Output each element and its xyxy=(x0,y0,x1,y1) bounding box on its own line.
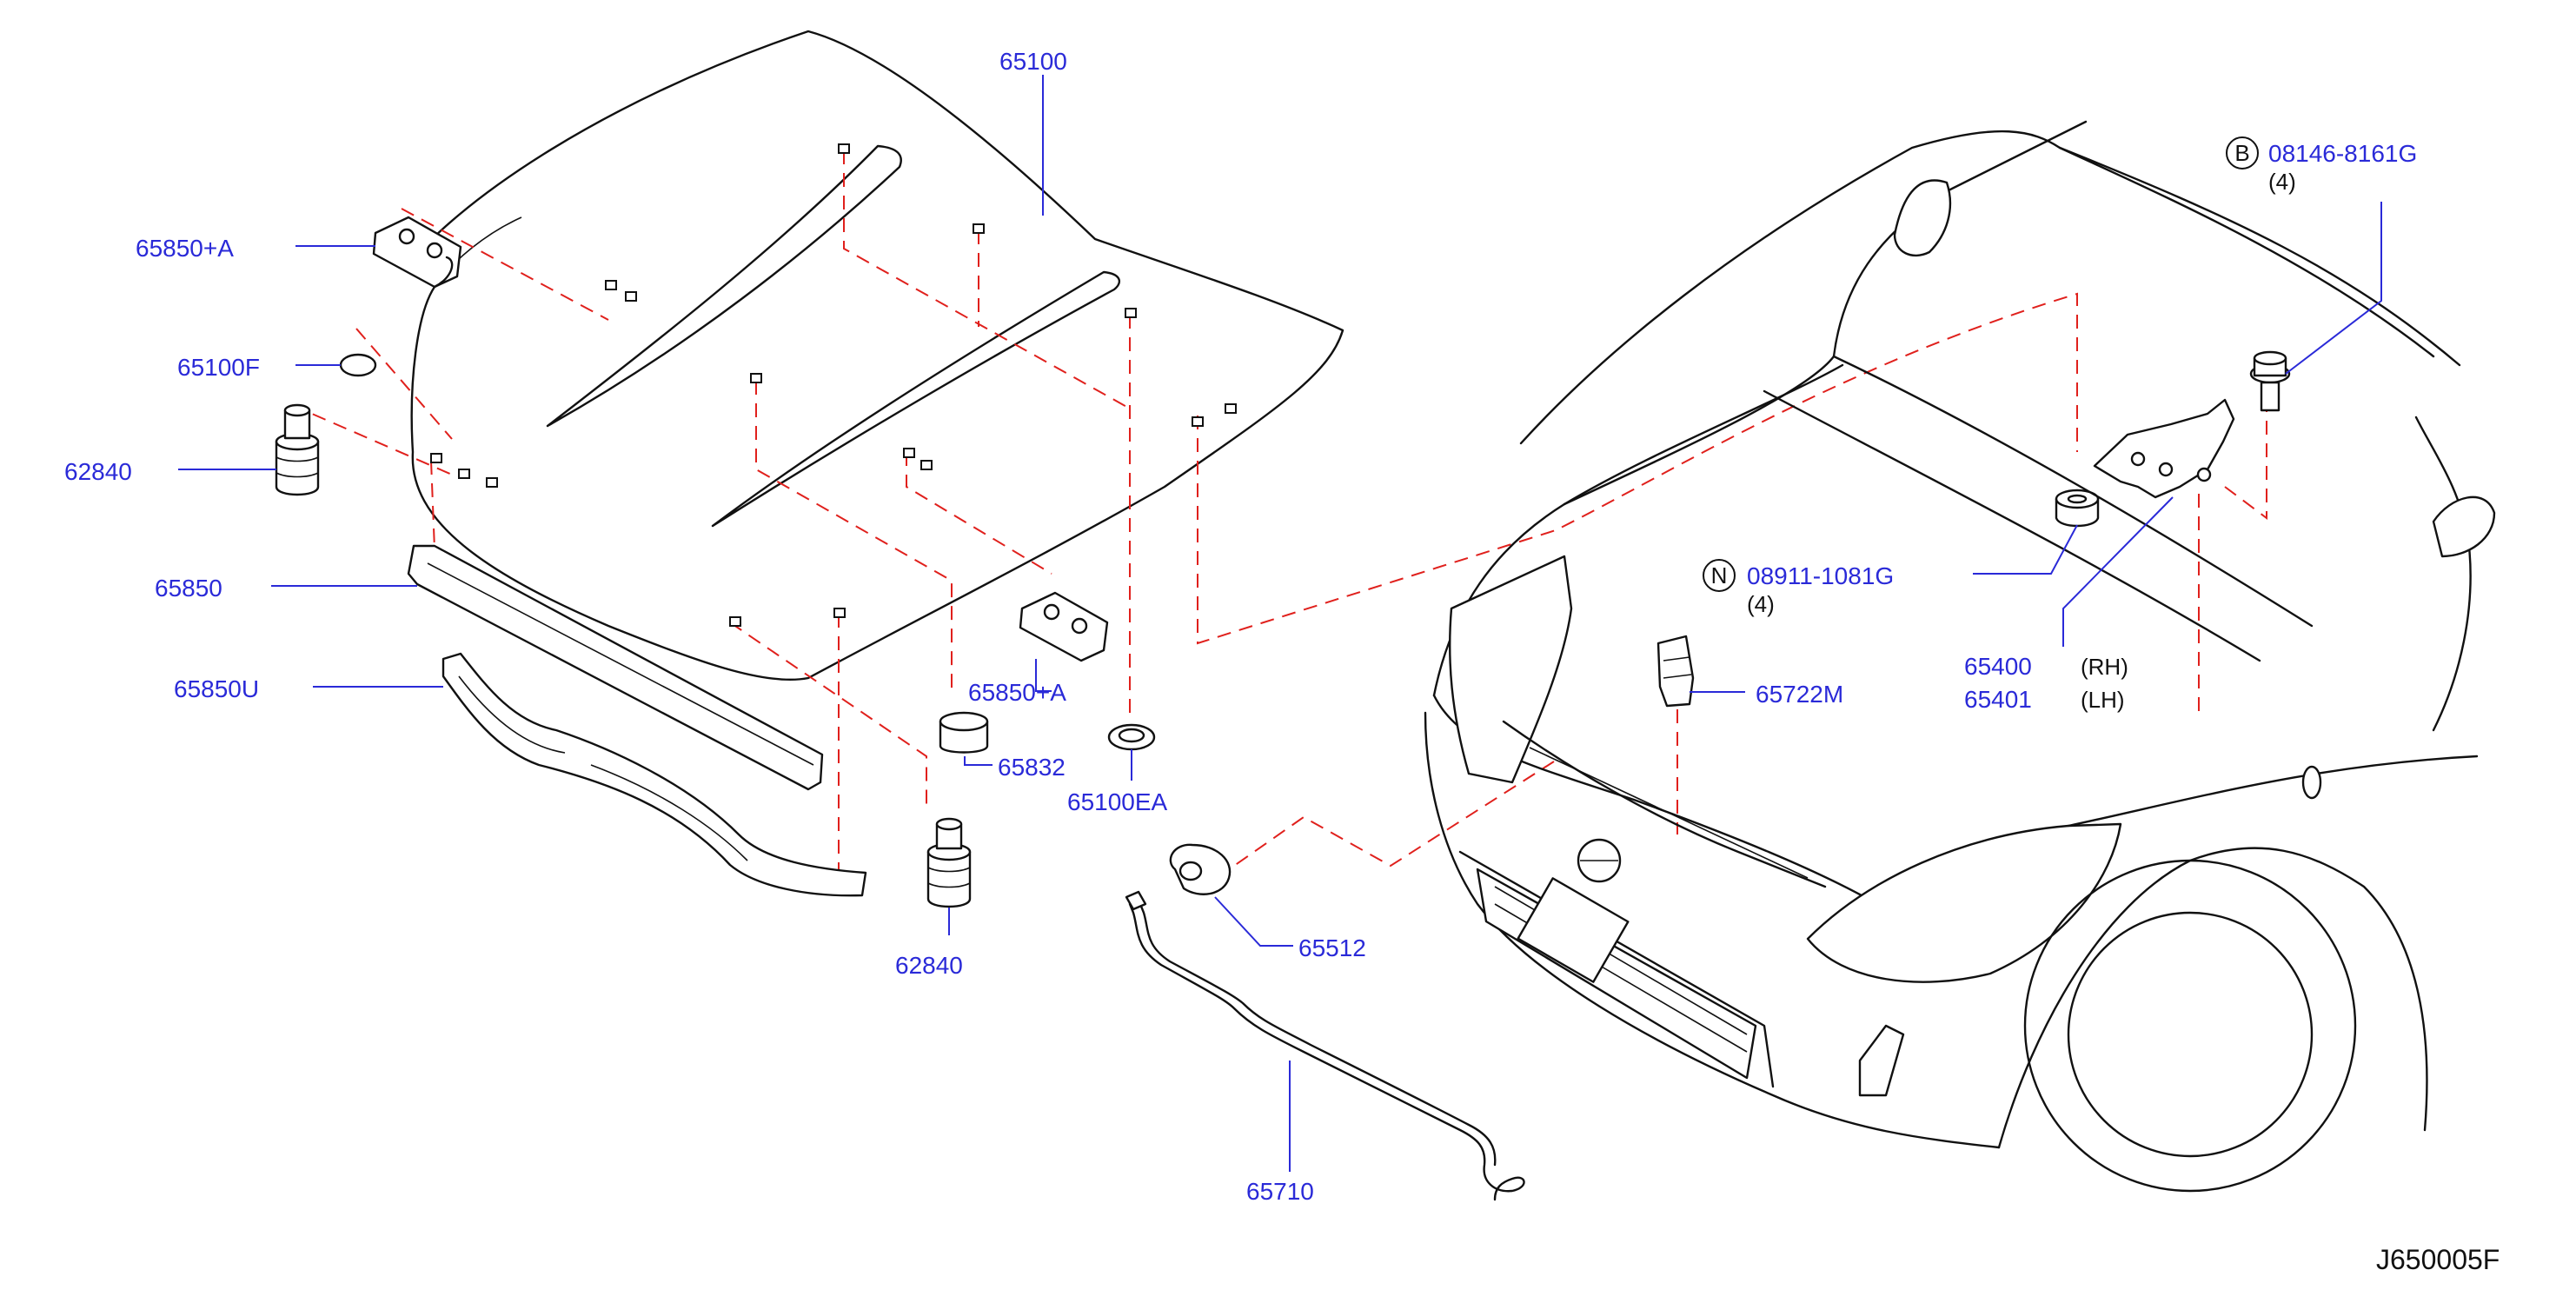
bumper-cap-part xyxy=(939,711,989,754)
label-62840-left: 62840 xyxy=(64,458,132,485)
label-65710: 65710 xyxy=(1246,1178,1314,1205)
label-65401: 65401 xyxy=(1964,686,2032,713)
label-65850-a-top: 65850+A xyxy=(136,235,234,262)
label-nut-qty: (4) xyxy=(1747,591,1775,617)
hood-seal-strip-part xyxy=(407,544,824,791)
bumper-rubber-bottom-part xyxy=(926,817,972,908)
label-65100ea: 65100EA xyxy=(1067,788,1168,815)
label-leaders xyxy=(178,75,2382,1172)
label-lh: (LH) xyxy=(2081,687,2125,713)
bumper-rubber-left-part xyxy=(275,403,320,496)
diagram-code: J650005F xyxy=(2376,1244,2500,1275)
label-65850-a-mid: 65850+A xyxy=(968,679,1066,706)
bolt-part-shape xyxy=(2249,350,2291,412)
hood-stay-grommet-part xyxy=(1169,843,1232,895)
label-65850: 65850 xyxy=(155,575,222,602)
grommet-part xyxy=(1107,723,1156,751)
label-rh: (RH) xyxy=(2081,654,2128,680)
rod-clip-part xyxy=(1656,635,1695,708)
hood-stay-rod-part xyxy=(1125,890,1525,1201)
label-65512: 65512 xyxy=(1298,934,1366,961)
seal-ring-part xyxy=(339,353,377,377)
bolt-prefix-letter: B xyxy=(2234,140,2249,166)
hinge-bracket-mid-part xyxy=(1019,591,1109,662)
hood-fastener-markers xyxy=(430,143,1237,627)
label-62840-bottom: 62840 xyxy=(895,952,963,979)
hood-seal-under-part xyxy=(442,652,867,897)
car-body xyxy=(1424,120,2496,1193)
dashed-leaders xyxy=(291,150,2267,879)
label-bolt-qty: (4) xyxy=(2268,169,2296,195)
bolt-callout: B 08146-8161G (4) xyxy=(2226,136,2417,195)
nut-prefix-letter: N xyxy=(1711,562,1728,588)
nut-part-shape xyxy=(2055,489,2100,528)
hinge-bracket-top-part xyxy=(372,216,462,289)
hood-hinge-part xyxy=(2093,398,2235,499)
label-65100f: 65100F xyxy=(177,354,260,381)
label-65832: 65832 xyxy=(998,754,1066,781)
nut-callout: N 08911-1081G (4) xyxy=(1703,559,1894,617)
label-65722m: 65722M xyxy=(1756,681,1843,708)
label-65100: 65100 xyxy=(999,48,1067,75)
label-08911-1081g: 08911-1081G xyxy=(1747,562,1894,589)
label-65850u: 65850U xyxy=(174,675,259,702)
label-08146-8161g: 08146-8161G xyxy=(2268,140,2417,167)
hood-panel xyxy=(407,30,1344,682)
label-65400: 65400 xyxy=(1964,653,2032,680)
